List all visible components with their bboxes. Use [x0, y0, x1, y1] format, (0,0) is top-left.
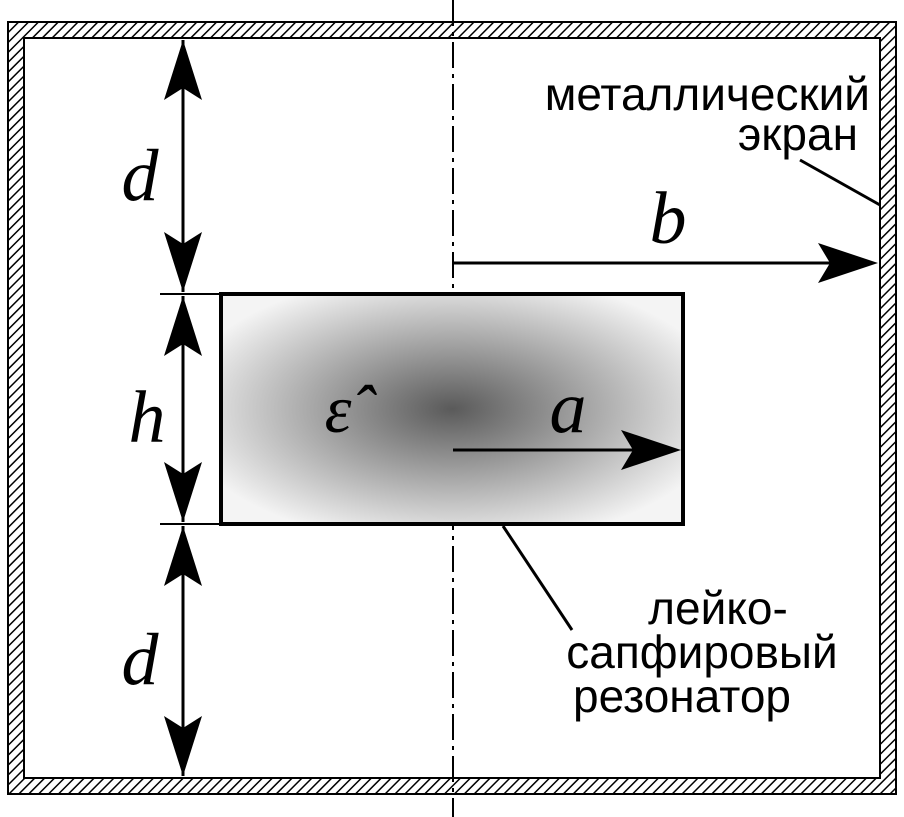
sapphire-resonator — [219, 292, 685, 526]
screen-label-line1: металлический — [545, 68, 870, 120]
screen-leader-line — [799, 158, 881, 207]
radius-b-arrow — [453, 243, 878, 283]
label-d-bottom: d — [122, 619, 160, 701]
label-d-top: d — [122, 135, 160, 217]
radius-a-arrow — [453, 430, 681, 470]
resonator-leader-line — [501, 525, 574, 631]
dimension-top-d — [164, 40, 202, 292]
resonator-label-line2: сапфировый — [566, 626, 837, 678]
dimension-bottom-d — [164, 526, 202, 776]
dimension-middle-h — [164, 296, 202, 522]
label-b: b — [650, 178, 687, 260]
resonator-label-line3: резонатор — [573, 670, 791, 722]
resonator-label-line1: лейко- — [648, 582, 788, 634]
label-h: h — [129, 377, 166, 459]
label-a: a — [550, 367, 587, 449]
screen-label-line2: экран — [738, 108, 858, 160]
